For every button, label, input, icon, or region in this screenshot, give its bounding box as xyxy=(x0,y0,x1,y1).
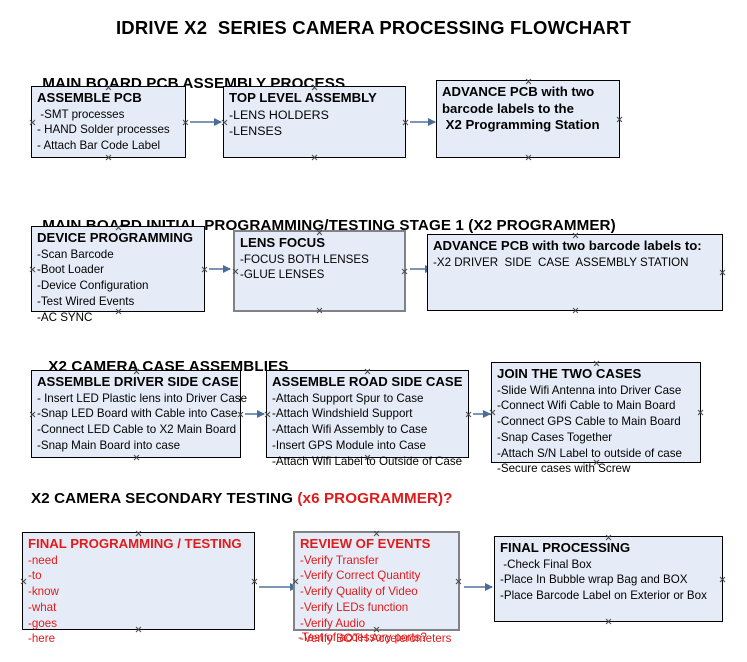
node-item: -Connect Wifi Cable to Main Board xyxy=(497,399,676,413)
node-item: -FOCUS BOTH LENSES xyxy=(240,252,369,266)
node-header: ADVANCE PCB with two barcode labels to: xyxy=(433,238,702,253)
node-header: REVIEW OF EVENTS xyxy=(300,536,431,551)
resize-handle-left[interactable] xyxy=(29,266,36,273)
node-header: JOIN THE TWO CASES xyxy=(497,366,642,381)
node-final-programming-testing[interactable]: FINAL PROGRAMMING / TESTING -need -to -k… xyxy=(20,532,255,645)
node-item: -know xyxy=(28,585,59,599)
node-header: TOP LEVEL ASSEMBLY xyxy=(229,90,377,105)
arrow-review-of-events-to-final-processing xyxy=(464,583,493,591)
node-item-overflow: -Test of accessory ports? xyxy=(298,631,427,644)
arrow-top-level-assembly-to-advance-pcb xyxy=(410,118,436,126)
resize-handle-left[interactable] xyxy=(29,411,36,418)
node-header: LENS FOCUS xyxy=(240,235,325,250)
node-item: -Boot Loader xyxy=(37,263,105,277)
node-item: -GLUE LENSES xyxy=(240,268,325,282)
node-item: -Verify Quality of Video xyxy=(300,585,418,599)
node-item: -to xyxy=(28,569,42,583)
node-header: FINAL PROCESSING xyxy=(500,540,631,555)
node-header: DEVICE PROGRAMMING xyxy=(37,230,194,245)
node-header-line: barcode labels to the xyxy=(442,100,574,116)
node-item: -goes xyxy=(28,616,58,630)
node-review-of-events[interactable]: REVIEW OF EVENTS -Verify Transfer -Verif… xyxy=(292,531,460,645)
node-item: -Check Final Box xyxy=(500,557,592,571)
node-item: -here xyxy=(28,632,56,646)
node-item: -Slide Wifi Antenna into Driver Case xyxy=(497,383,682,397)
node-item: -Scan Barcode xyxy=(37,247,114,261)
node-assemble-road-side-case[interactable]: ASSEMBLE ROAD SIDE CASE -Attach Support … xyxy=(266,370,469,468)
section-heading-red-suffix: (x6 PROGRAMMER)? xyxy=(297,490,453,507)
arrow-assemble-pcb-to-top-level-assembly xyxy=(190,118,222,126)
arrow-device-programming-to-lens-focus xyxy=(209,265,231,273)
node-item: -Verify BOTH Accelerometers xyxy=(300,632,452,646)
node-item: - Insert LED Plastic lens into Driver Ca… xyxy=(37,391,248,405)
node-item: -LENSES xyxy=(229,124,283,139)
node-item: -Attach Support Spur to Case xyxy=(272,391,424,405)
node-header: ASSEMBLE DRIVER SIDE CASE xyxy=(37,374,239,389)
node-item: -Secure cases with Screw xyxy=(497,462,631,476)
arrow-driver-side-to-road-side-case xyxy=(245,410,265,418)
page-title: IDRIVE X2 SERIES CAMERA PROCESSING FLOWC… xyxy=(115,17,632,38)
node-advance-pcb-to-driver-side-case-assembly[interactable]: ADVANCE PCB with two barcode labels to: … xyxy=(427,234,723,311)
node-item: -Verify LEDs function xyxy=(300,600,409,614)
node-assemble-driver-side-case[interactable]: ASSEMBLE DRIVER SIDE CASE - Insert LED P… xyxy=(29,370,248,461)
node-assemble-pcb[interactable]: ASSEMBLE PCB -SMT processes - HAND Solde… xyxy=(31,86,186,158)
node-item: -Place Barcode Label on Exterior or Box xyxy=(500,589,707,603)
node-item: -Attach Windshield Support xyxy=(272,407,413,421)
node-top-level-assembly[interactable]: TOP LEVEL ASSEMBLY -LENS HOLDERS -LENSES xyxy=(223,86,406,158)
node-item: -Place In Bubble wrap Bag and BOX xyxy=(500,573,688,587)
node-item: -Device Configuration xyxy=(37,279,149,293)
node-item: -Verify Audio xyxy=(300,616,366,630)
node-item: -Insert GPS Module into Case xyxy=(272,438,427,452)
node-item: -Verify Correct Quantity xyxy=(300,569,421,583)
node-item: -Connect LED Cable to X2 Main Board xyxy=(37,423,237,437)
node-item: -Snap Main Board into case xyxy=(37,438,181,452)
resize-handle-bottom[interactable] xyxy=(525,154,532,161)
resize-handle-left[interactable] xyxy=(20,578,27,585)
resize-handle-bottom[interactable] xyxy=(311,154,318,161)
node-header: ADVANCE PCB with two xyxy=(442,84,595,99)
node-item: -Attach Wifi Assembly to Case xyxy=(272,423,428,437)
node-item: -SMT processes xyxy=(37,107,125,121)
node-advance-pcb-to-x2-programming-station[interactable]: ADVANCE PCB with two barcode labels to t… xyxy=(436,80,620,158)
node-item: -Test Wired Events xyxy=(37,294,135,308)
node-item: -Verify Transfer xyxy=(300,553,379,567)
resize-handle-bottom[interactable] xyxy=(572,307,579,314)
node-item: -Snap LED Board with Cable into Case xyxy=(37,407,238,421)
node-join-the-two-cases[interactable]: JOIN THE TWO CASES -Slide Wifi Antenna i… xyxy=(491,362,701,475)
node-item: - Attach Bar Code Label xyxy=(37,139,161,153)
node-item: -Connect GPS Cable to Main Board xyxy=(497,415,681,429)
resize-handle-bottom[interactable] xyxy=(105,154,112,161)
node-item: -Attach S/N Label to outside of case xyxy=(497,446,682,460)
node-item: -what xyxy=(28,600,57,614)
node-final-processing[interactable]: FINAL PROCESSING -Check Final Box -Place… xyxy=(494,536,723,622)
arrow-final-programming-to-review-of-events xyxy=(259,583,298,591)
node-item: -X2 DRIVER SIDE CASE ASSEMBLY STATION xyxy=(433,255,689,269)
node-item: -Attach Wifi Label to Outside of Case xyxy=(272,454,463,468)
resize-handle-bottom[interactable] xyxy=(605,618,612,625)
resize-handle-left[interactable] xyxy=(29,119,36,126)
node-header: ASSEMBLE ROAD SIDE CASE xyxy=(272,374,463,389)
section-heading-x2-camera-secondary-testing: X2 CAMERA SECONDARY TESTING (x6 PROGRAMM… xyxy=(31,490,453,507)
resize-handle-bottom[interactable] xyxy=(316,307,323,314)
node-lens-focus[interactable]: LENS FOCUS -FOCUS BOTH LENSES -GLUE LENS… xyxy=(233,230,406,312)
node-item: -LENS HOLDERS xyxy=(229,107,329,122)
arrow-road-side-to-join-the-two-cases xyxy=(473,410,491,418)
node-header: ASSEMBLE PCB xyxy=(37,90,142,105)
section-heading-text: X2 CAMERA SECONDARY TESTING xyxy=(31,490,298,507)
resize-handle-left[interactable] xyxy=(232,268,239,275)
node-item: -AC SYNC xyxy=(37,310,93,324)
node-device-programming[interactable]: DEVICE PROGRAMMING -Scan Barcode -Boot L… xyxy=(29,226,205,324)
resize-handle-bottom[interactable] xyxy=(133,454,140,461)
node-item: - HAND Solder processes xyxy=(37,123,170,137)
node-header: FINAL PROGRAMMING / TESTING xyxy=(28,536,242,551)
node-item: -Snap Cases Together xyxy=(497,430,613,444)
node-item: -need xyxy=(28,553,58,567)
node-header-line: X2 Programming Station xyxy=(442,117,600,133)
resize-handle-left[interactable] xyxy=(292,578,299,585)
